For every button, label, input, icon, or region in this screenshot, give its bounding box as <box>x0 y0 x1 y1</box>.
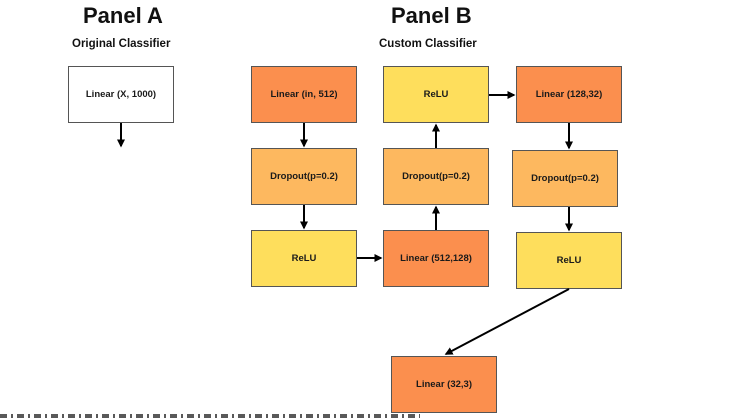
arrow-relu-3-to-linear-32-3 <box>444 288 570 355</box>
node-label: ReLU <box>556 255 582 266</box>
linear-in-512-node: Linear (in, 512) <box>251 66 357 123</box>
node-label: Dropout(p=0.2) <box>402 171 470 182</box>
linear-32-3-node: Linear (32,3) <box>391 356 497 413</box>
node-label: Linear (128,32) <box>535 89 603 100</box>
linear-128-32-node: Linear (128,32) <box>516 66 622 123</box>
node-label: Linear (X, 1000) <box>85 89 157 100</box>
dropout-3-node: Dropout(p=0.2) <box>512 150 618 207</box>
panel-a-subtitle: Original Classifier <box>72 38 171 50</box>
panel-a-title: Panel A <box>83 3 163 28</box>
node-label: Linear (512,128) <box>400 253 472 264</box>
bottom-cutoff-strip <box>0 412 756 419</box>
node-label: Dropout(p=0.2) <box>270 171 338 182</box>
node-label: ReLU <box>291 253 317 264</box>
cutoff-text-decoration <box>0 414 420 418</box>
relu-1-node: ReLU <box>251 230 357 287</box>
node-label: Dropout(p=0.2) <box>531 173 599 184</box>
relu-3-node: ReLU <box>516 232 622 289</box>
panel-b-title: Panel B <box>391 3 472 28</box>
relu-2-node: ReLU <box>383 66 489 123</box>
node-label: ReLU <box>423 89 449 100</box>
linear-x-1000-node: Linear (X, 1000) <box>68 66 174 123</box>
dropout-2-node: Dropout(p=0.2) <box>383 148 489 205</box>
panel-b-subtitle: Custom Classifier <box>379 38 477 50</box>
node-label: Linear (32,3) <box>416 379 472 390</box>
linear-512-128-node: Linear (512,128) <box>383 230 489 287</box>
dropout-1-node: Dropout(p=0.2) <box>251 148 357 205</box>
node-label: Linear (in, 512) <box>270 89 338 100</box>
